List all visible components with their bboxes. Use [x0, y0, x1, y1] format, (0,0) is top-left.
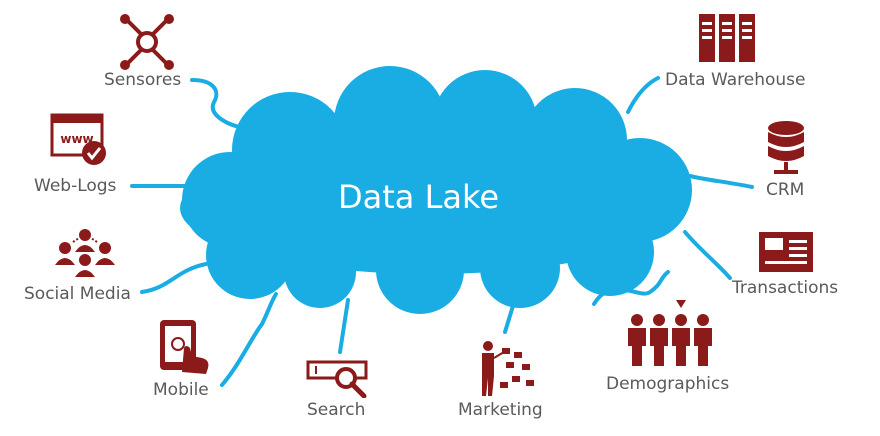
label-crm: CRM	[766, 180, 805, 200]
label-demographics: Demographics	[606, 374, 730, 394]
line-social-media	[140, 262, 208, 294]
line-sensores	[190, 78, 245, 130]
label-sensores: Sensores	[104, 70, 182, 90]
line-mobile	[220, 292, 278, 387]
data-lake-cloud	[180, 66, 692, 314]
sensor-network-icon	[120, 14, 174, 70]
card-icon	[759, 232, 813, 272]
svg-text:www: www	[60, 132, 93, 146]
label-data-warehouse: Data Warehouse	[665, 70, 806, 90]
demographics-people-icon	[628, 300, 712, 366]
label-mobile: Mobile	[153, 380, 209, 400]
line-warehouse	[626, 76, 660, 114]
line-transactions	[683, 230, 732, 280]
label-social-media: Social Media	[24, 284, 131, 304]
label-search: Search	[307, 400, 366, 420]
cloud-title: Data Lake	[338, 178, 500, 216]
search-bar-icon	[306, 360, 368, 398]
people-group-icon	[55, 229, 115, 277]
label-transactions: Transactions	[732, 278, 839, 298]
label-marketing: Marketing	[458, 400, 543, 420]
www-browser-icon: www	[50, 113, 106, 165]
database-icon	[768, 121, 804, 174]
tablet-touch-icon	[160, 320, 209, 374]
marketing-board-icon	[482, 341, 534, 396]
line-search	[338, 298, 350, 354]
server-rack-icon	[699, 14, 755, 62]
label-web-logs: Web-Logs	[34, 176, 117, 196]
line-crm	[688, 174, 754, 189]
